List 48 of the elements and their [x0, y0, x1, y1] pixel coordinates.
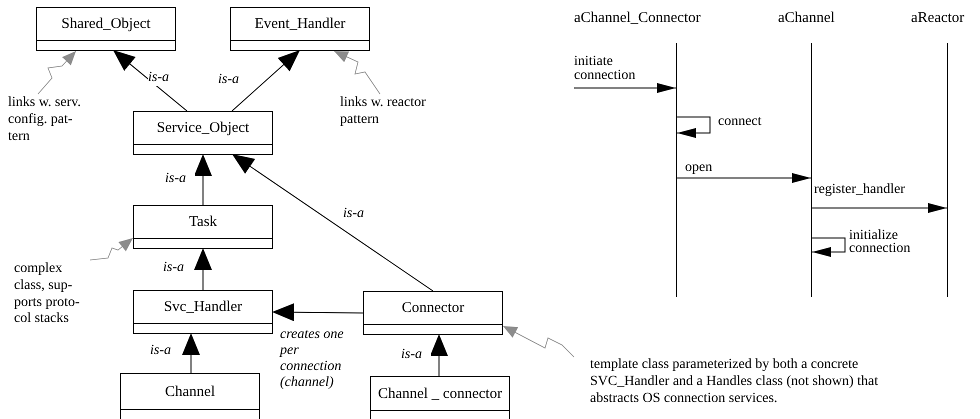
message-arrow — [812, 238, 846, 257]
edge-label: open — [685, 160, 714, 176]
arrow — [430, 334, 448, 376]
edge-label: connect — [718, 114, 763, 130]
object-name: aChannel — [778, 10, 858, 30]
class-name: Channel — [165, 384, 215, 400]
note-text: links w. serv. config. pat- tern — [8, 95, 90, 155]
object-name: aChannel_Connector — [574, 10, 744, 30]
class-box — [133, 205, 273, 249]
class-name: Svc_Handler — [164, 300, 242, 315]
note-text: template class parameterized by both a concrete SVC_Handler and a Handles class (not shown) that abstracts OS connection services. — [590, 357, 925, 417]
note-text: links w. reactor pattern — [340, 95, 440, 135]
class-box — [36, 7, 176, 51]
class-name: Service_Object — [156, 121, 250, 136]
lifeline — [676, 43, 677, 297]
arrow — [232, 154, 434, 292]
arrow — [194, 248, 212, 290]
leader-line — [90, 238, 134, 260]
message-arrow — [676, 173, 812, 183]
message-arrow — [676, 116, 710, 138]
arrow — [272, 303, 364, 322]
class-name: Event_Handler — [254, 17, 346, 32]
class-name: Task — [188, 215, 218, 230]
class-name: Channel _ connector — [378, 386, 502, 402]
arrow — [112, 50, 188, 112]
lifeline — [811, 43, 812, 297]
object-name: aReactor — [911, 10, 980, 30]
message-arrow — [574, 83, 676, 93]
arrow — [232, 50, 300, 112]
class-name: Shared_Object — [61, 17, 151, 32]
leader-line — [38, 50, 76, 94]
class-box — [120, 373, 260, 419]
note-text: complex class, sup- ports proto- col stacks — [14, 261, 94, 341]
class-name: Connector — [402, 301, 464, 316]
class-box — [370, 376, 510, 419]
message-arrow — [812, 203, 948, 213]
class-box — [230, 7, 370, 51]
arrow — [194, 154, 212, 206]
leader-line — [334, 50, 380, 94]
lifeline — [947, 43, 948, 297]
class-box — [133, 111, 273, 155]
class-box — [133, 290, 273, 334]
leader-line — [502, 326, 574, 358]
edge-label: initiate connection — [574, 55, 636, 83]
edge-label: initialize connection — [849, 229, 912, 256]
class-box — [363, 291, 503, 335]
edge-label: register_handler — [814, 182, 906, 198]
arrow — [182, 332, 200, 374]
